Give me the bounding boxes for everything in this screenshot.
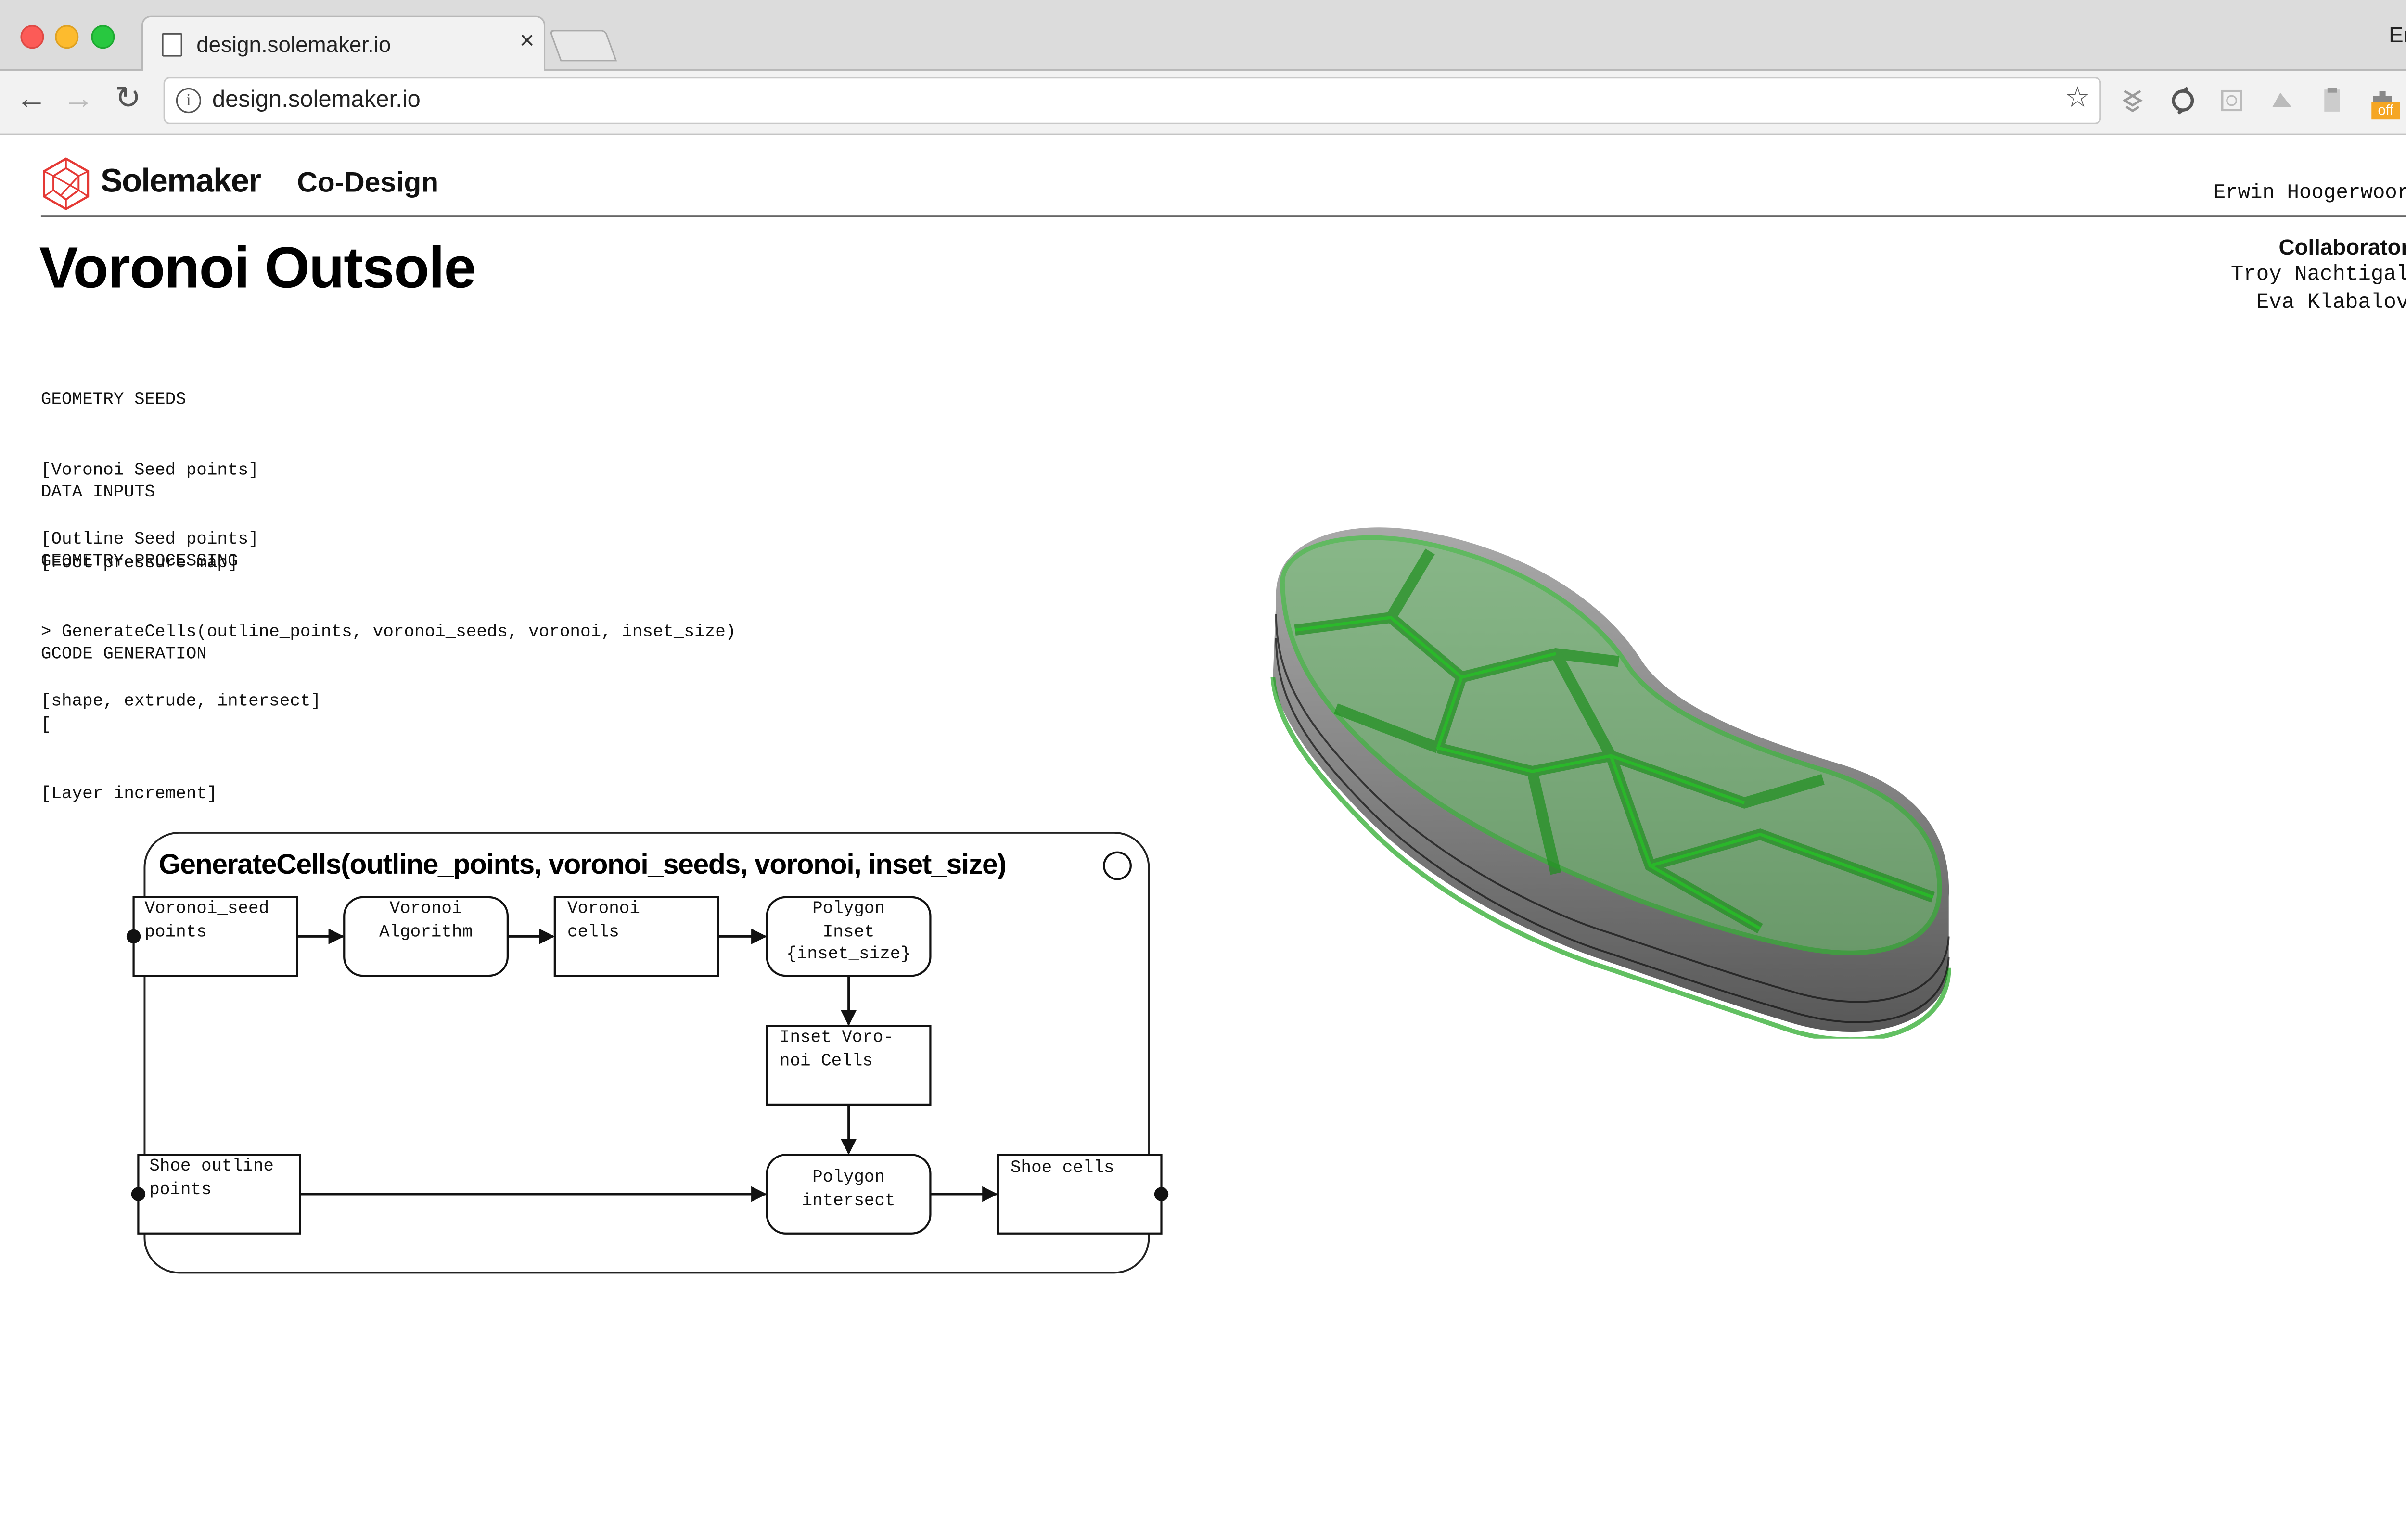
node-label-line: points bbox=[144, 923, 207, 942]
page-title: Voronoi Outsole bbox=[39, 235, 476, 300]
input-port[interactable] bbox=[131, 1187, 146, 1201]
node-label-line: intersect bbox=[802, 1192, 896, 1211]
node-label-line: Algorithm bbox=[379, 923, 473, 942]
node-label: Inset Voro- noi Cells bbox=[780, 1028, 894, 1073]
sole-layer-line bbox=[1275, 614, 1950, 1003]
node-label-line: cells bbox=[567, 923, 619, 942]
node-label-line: Inset Voro- bbox=[779, 1029, 894, 1048]
spec-item[interactable]: [Foot pressure map] bbox=[40, 554, 238, 573]
collaborators-panel: Collaborators Troy Nachtigall Eva Klabal… bbox=[2231, 232, 2406, 319]
collaborator-name[interactable]: Troy Nachtigall bbox=[2230, 264, 2406, 288]
user-name[interactable]: Erwin Hoogerwoord bbox=[2213, 180, 2406, 204]
close-window-button[interactable] bbox=[20, 25, 44, 49]
node-label-line: Voronoi bbox=[389, 900, 462, 919]
header-divider bbox=[40, 215, 2406, 217]
node-inset-voronoi-cells[interactable] bbox=[766, 1025, 932, 1106]
sole-bottom-edge bbox=[1270, 677, 1951, 1039]
forward-arrow-icon[interactable]: → bbox=[63, 81, 94, 116]
spec-item[interactable]: [shape, extrude, intersect] bbox=[40, 692, 321, 712]
back-arrow-icon[interactable]: ← bbox=[15, 81, 47, 116]
page-content: Solemaker Co-Design Erwin Hoogerwoord Vo… bbox=[0, 135, 2406, 1540]
sync-icon[interactable] bbox=[2169, 87, 2197, 115]
spec-item[interactable]: [Outline Seed points] bbox=[40, 530, 259, 549]
address-bar[interactable]: i design.solemaker.io ☆ bbox=[163, 77, 2101, 125]
new-tab-button[interactable] bbox=[549, 30, 617, 62]
function-container bbox=[143, 831, 1150, 1274]
node-label: Polygon intersect bbox=[767, 1168, 931, 1213]
voronoi-outsole-3d-render[interactable] bbox=[1241, 504, 1980, 1039]
dropbox-icon[interactable] bbox=[2118, 87, 2147, 115]
function-toggle-circle[interactable] bbox=[1103, 851, 1132, 880]
sole-layer-line bbox=[1275, 637, 1950, 1023]
tab-title: design.solemaker.io bbox=[196, 31, 391, 57]
brand-name[interactable]: Solemaker bbox=[101, 163, 261, 200]
output-port[interactable] bbox=[1154, 1187, 1169, 1201]
input-port[interactable] bbox=[126, 929, 141, 944]
spec-geometry-seeds: GEOMETRY SEEDS [Voronoi Seed points] [Ou… bbox=[41, 344, 259, 598]
node-label-line: Shoe cells bbox=[1010, 1159, 1114, 1179]
node-label: Voronoi cells bbox=[567, 899, 640, 944]
maximize-window-button[interactable] bbox=[91, 25, 115, 49]
profile-name[interactable]: Erwin bbox=[2389, 22, 2406, 47]
spec-gcode-generation: GCODE GENERATION [ [Layer increment] bbox=[41, 598, 217, 853]
node-shoe-cells[interactable] bbox=[997, 1154, 1163, 1235]
spec-data-inputs: DATA INPUTS [Foot pressure map] bbox=[41, 437, 238, 622]
browser-toolbar: ← → ↻ i design.solemaker.io ☆ off ⋮ bbox=[0, 70, 2406, 135]
node-label-line: {inset_size} bbox=[786, 946, 911, 965]
spec-item[interactable]: > GenerateCells(outline_points, voronoi_… bbox=[40, 623, 736, 642]
reload-icon[interactable]: ↻ bbox=[115, 81, 141, 116]
collaborators-heading: Collaborators bbox=[2278, 234, 2406, 259]
node-label-line: Shoe outline bbox=[149, 1158, 274, 1177]
spec-geometry-processing: GEOMETRY PROCESSING > GenerateCells(outl… bbox=[41, 506, 736, 760]
browser-titlebar: design.solemaker.io × Erwin bbox=[0, 0, 2406, 73]
url-text[interactable]: design.solemaker.io bbox=[212, 86, 421, 114]
spec-heading: GEOMETRY SEEDS bbox=[40, 392, 186, 411]
spec-heading: DATA INPUTS bbox=[40, 484, 155, 504]
node-label-line: Voronoi_seed bbox=[144, 900, 269, 919]
node-label: Voronoi_seed points bbox=[144, 899, 269, 944]
node-label: Shoe outline points bbox=[149, 1157, 274, 1202]
node-label: Shoe cells bbox=[1011, 1158, 1114, 1181]
solemaker-logo-icon bbox=[43, 157, 90, 210]
minimize-window-button[interactable] bbox=[55, 25, 79, 49]
function-title[interactable]: GenerateCells(outline_points, voronoi_se… bbox=[158, 848, 1007, 880]
section-nav-co-design[interactable]: Co-Design bbox=[297, 166, 439, 198]
node-label-line: Polygon bbox=[812, 1169, 885, 1188]
diagram-canvas bbox=[126, 831, 1169, 1274]
node-label: Polygon Inset {inset_size} bbox=[767, 899, 931, 967]
browser-tab[interactable]: design.solemaker.io × bbox=[141, 15, 546, 73]
tab-close-icon[interactable]: × bbox=[519, 28, 535, 55]
node-label-line: points bbox=[149, 1181, 212, 1200]
node-voronoi-seed-points[interactable] bbox=[132, 896, 298, 977]
spec-item[interactable]: [Layer increment] bbox=[40, 785, 218, 804]
puzzle-icon[interactable] bbox=[2217, 87, 2246, 115]
node-label-line: noi Cells bbox=[779, 1052, 873, 1071]
puzzle-icon bbox=[2373, 91, 2392, 105]
info-icon[interactable]: i bbox=[176, 88, 202, 114]
node-label-line: Polygon bbox=[812, 900, 885, 919]
spec-heading: GEOMETRY PROCESSING bbox=[40, 553, 238, 573]
spec-heading: GCODE GENERATION bbox=[40, 646, 207, 665]
bookmark-star-icon[interactable]: ☆ bbox=[2064, 81, 2090, 114]
spec-item[interactable]: [Voronoi Seed points] bbox=[40, 461, 259, 480]
node-shoe-outline-points[interactable] bbox=[137, 1154, 301, 1235]
node-label-line: Voronoi bbox=[567, 900, 640, 919]
clipboard-icon[interactable] bbox=[2318, 87, 2346, 115]
spec-item[interactable]: [ bbox=[40, 715, 51, 735]
cloud-icon[interactable] bbox=[2268, 87, 2296, 115]
generate-cells-diagram: GenerateCells(outline_points, voronoi_se… bbox=[0, 135, 1194, 1540]
node-label-line: Inset bbox=[822, 923, 875, 942]
collaborator-name[interactable]: Eva Klabalova bbox=[2256, 292, 2406, 316]
document-icon bbox=[162, 33, 182, 57]
adblock-off-badge[interactable]: off bbox=[2371, 102, 2400, 120]
voronoi-cell-edges bbox=[1294, 616, 1934, 930]
node-label: Voronoi Algorithm bbox=[344, 899, 508, 944]
